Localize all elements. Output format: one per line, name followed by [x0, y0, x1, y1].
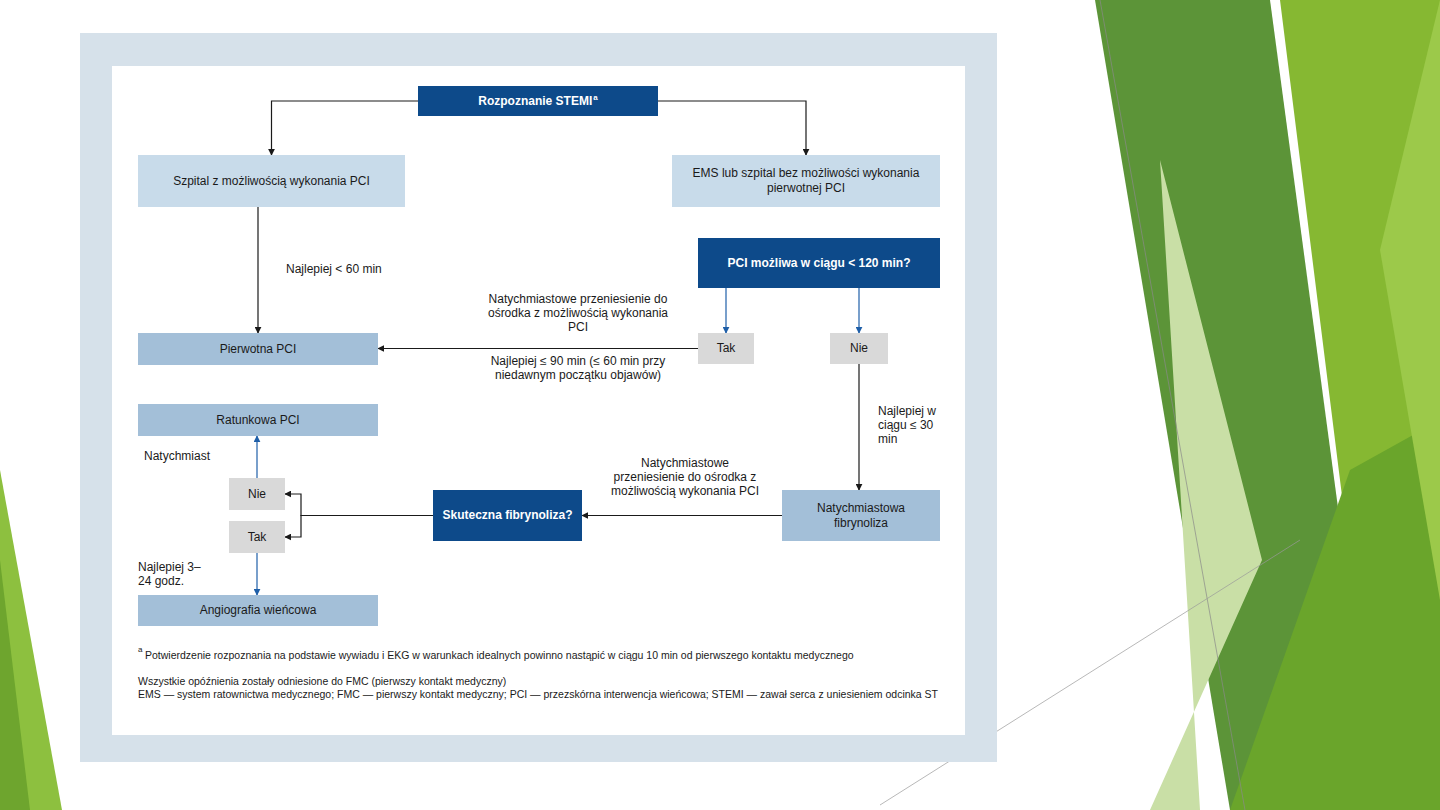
edge-label: Natychmiast [144, 449, 228, 463]
timing-note: Najlepiej ≤ 90 min (≤ 60 min przy niedaw… [480, 354, 676, 382]
footnote: Potwierdzenie rozpoznania na podstawie w… [145, 649, 945, 662]
connector-arrow [858, 364, 859, 490]
process-box: Angiografia wieńcowa [138, 595, 378, 626]
footnote-mark: a [138, 646, 146, 654]
connector-arrow [582, 515, 782, 516]
left-green-shape [0, 560, 30, 810]
connector-arrow [285, 516, 433, 538]
decision-box: Skuteczna fibrynoliza? [433, 490, 582, 541]
edge-label: Natychmiastowe przeniesienie do ośrodka … [480, 292, 676, 334]
process-box: Pierwotna PCI [138, 333, 378, 365]
node-text: Tak [248, 530, 267, 545]
answer-box: Nie [229, 478, 285, 510]
node-text: Rozpoznanie STEMI [478, 94, 592, 109]
node-text: Nie [850, 341, 868, 356]
connector-arrow [256, 436, 257, 478]
footnote: Wszystkie opóźnienia zostały odniesione … [138, 675, 948, 688]
node-text: Natychmiastowa fibrynoliza [790, 501, 932, 531]
node-text: Skuteczna fibrynoliza? [442, 508, 572, 523]
node-text: Ratunkowa PCI [216, 413, 299, 428]
node-text: Szpital z możliwością wykonania PCI [173, 174, 370, 189]
process-box: Szpital z możliwością wykonania PCI [138, 155, 405, 207]
connector-arrow [658, 101, 806, 155]
figure-ground [112, 66, 965, 735]
connector-arrow [272, 101, 419, 155]
answer-box: Tak [229, 521, 285, 553]
connector-arrow [257, 207, 258, 333]
connector-arrow [378, 348, 698, 349]
right-green-band [1230, 420, 1440, 810]
answer-box: Nie [830, 333, 888, 364]
process-box: Natychmiastowa fibrynoliza [782, 490, 940, 541]
connector-arrow [256, 553, 257, 595]
process-box: Ratunkowa PCI [138, 404, 378, 436]
node-text: Nie [248, 487, 266, 502]
thin-line [1100, 0, 1245, 810]
node-text: EMS lub szpital bez możliwości wykonania… [680, 166, 932, 196]
left-green-shape [0, 470, 62, 810]
start-box: Rozpoznanie STEMIa [418, 86, 658, 116]
figure-frame [80, 33, 997, 762]
node-text: Tak [717, 341, 736, 356]
edge-label: Najlepiej < 60 min [286, 262, 426, 276]
right-pale-triangle [1150, 160, 1262, 810]
footnote: EMS — system ratownictwa medycznego; FMC… [138, 688, 948, 701]
decision-box: PCI możliwa w ciągu < 120 min? [698, 238, 940, 288]
node-text: PCI możliwa w ciągu < 120 min? [727, 256, 910, 271]
node-text: Pierwotna PCI [220, 342, 297, 357]
connector-arrow [725, 288, 726, 333]
edge-label: Najlepiej 3–24 godz. [138, 560, 210, 588]
edge-label: Natychmiastowe przeniesienie do ośrodka … [606, 456, 764, 498]
connector-arrow [285, 494, 433, 516]
edge-label: Najlepiej w ciągu ≤ 30 min [878, 404, 940, 446]
connector-arrow [858, 288, 859, 333]
node-text: Angiografia wieńcowa [200, 603, 317, 618]
right-green-band [1380, 0, 1440, 600]
process-box: EMS lub szpital bez możliwości wykonania… [672, 155, 940, 207]
answer-box: Tak [698, 333, 754, 364]
footnote-mark: a [593, 94, 597, 102]
